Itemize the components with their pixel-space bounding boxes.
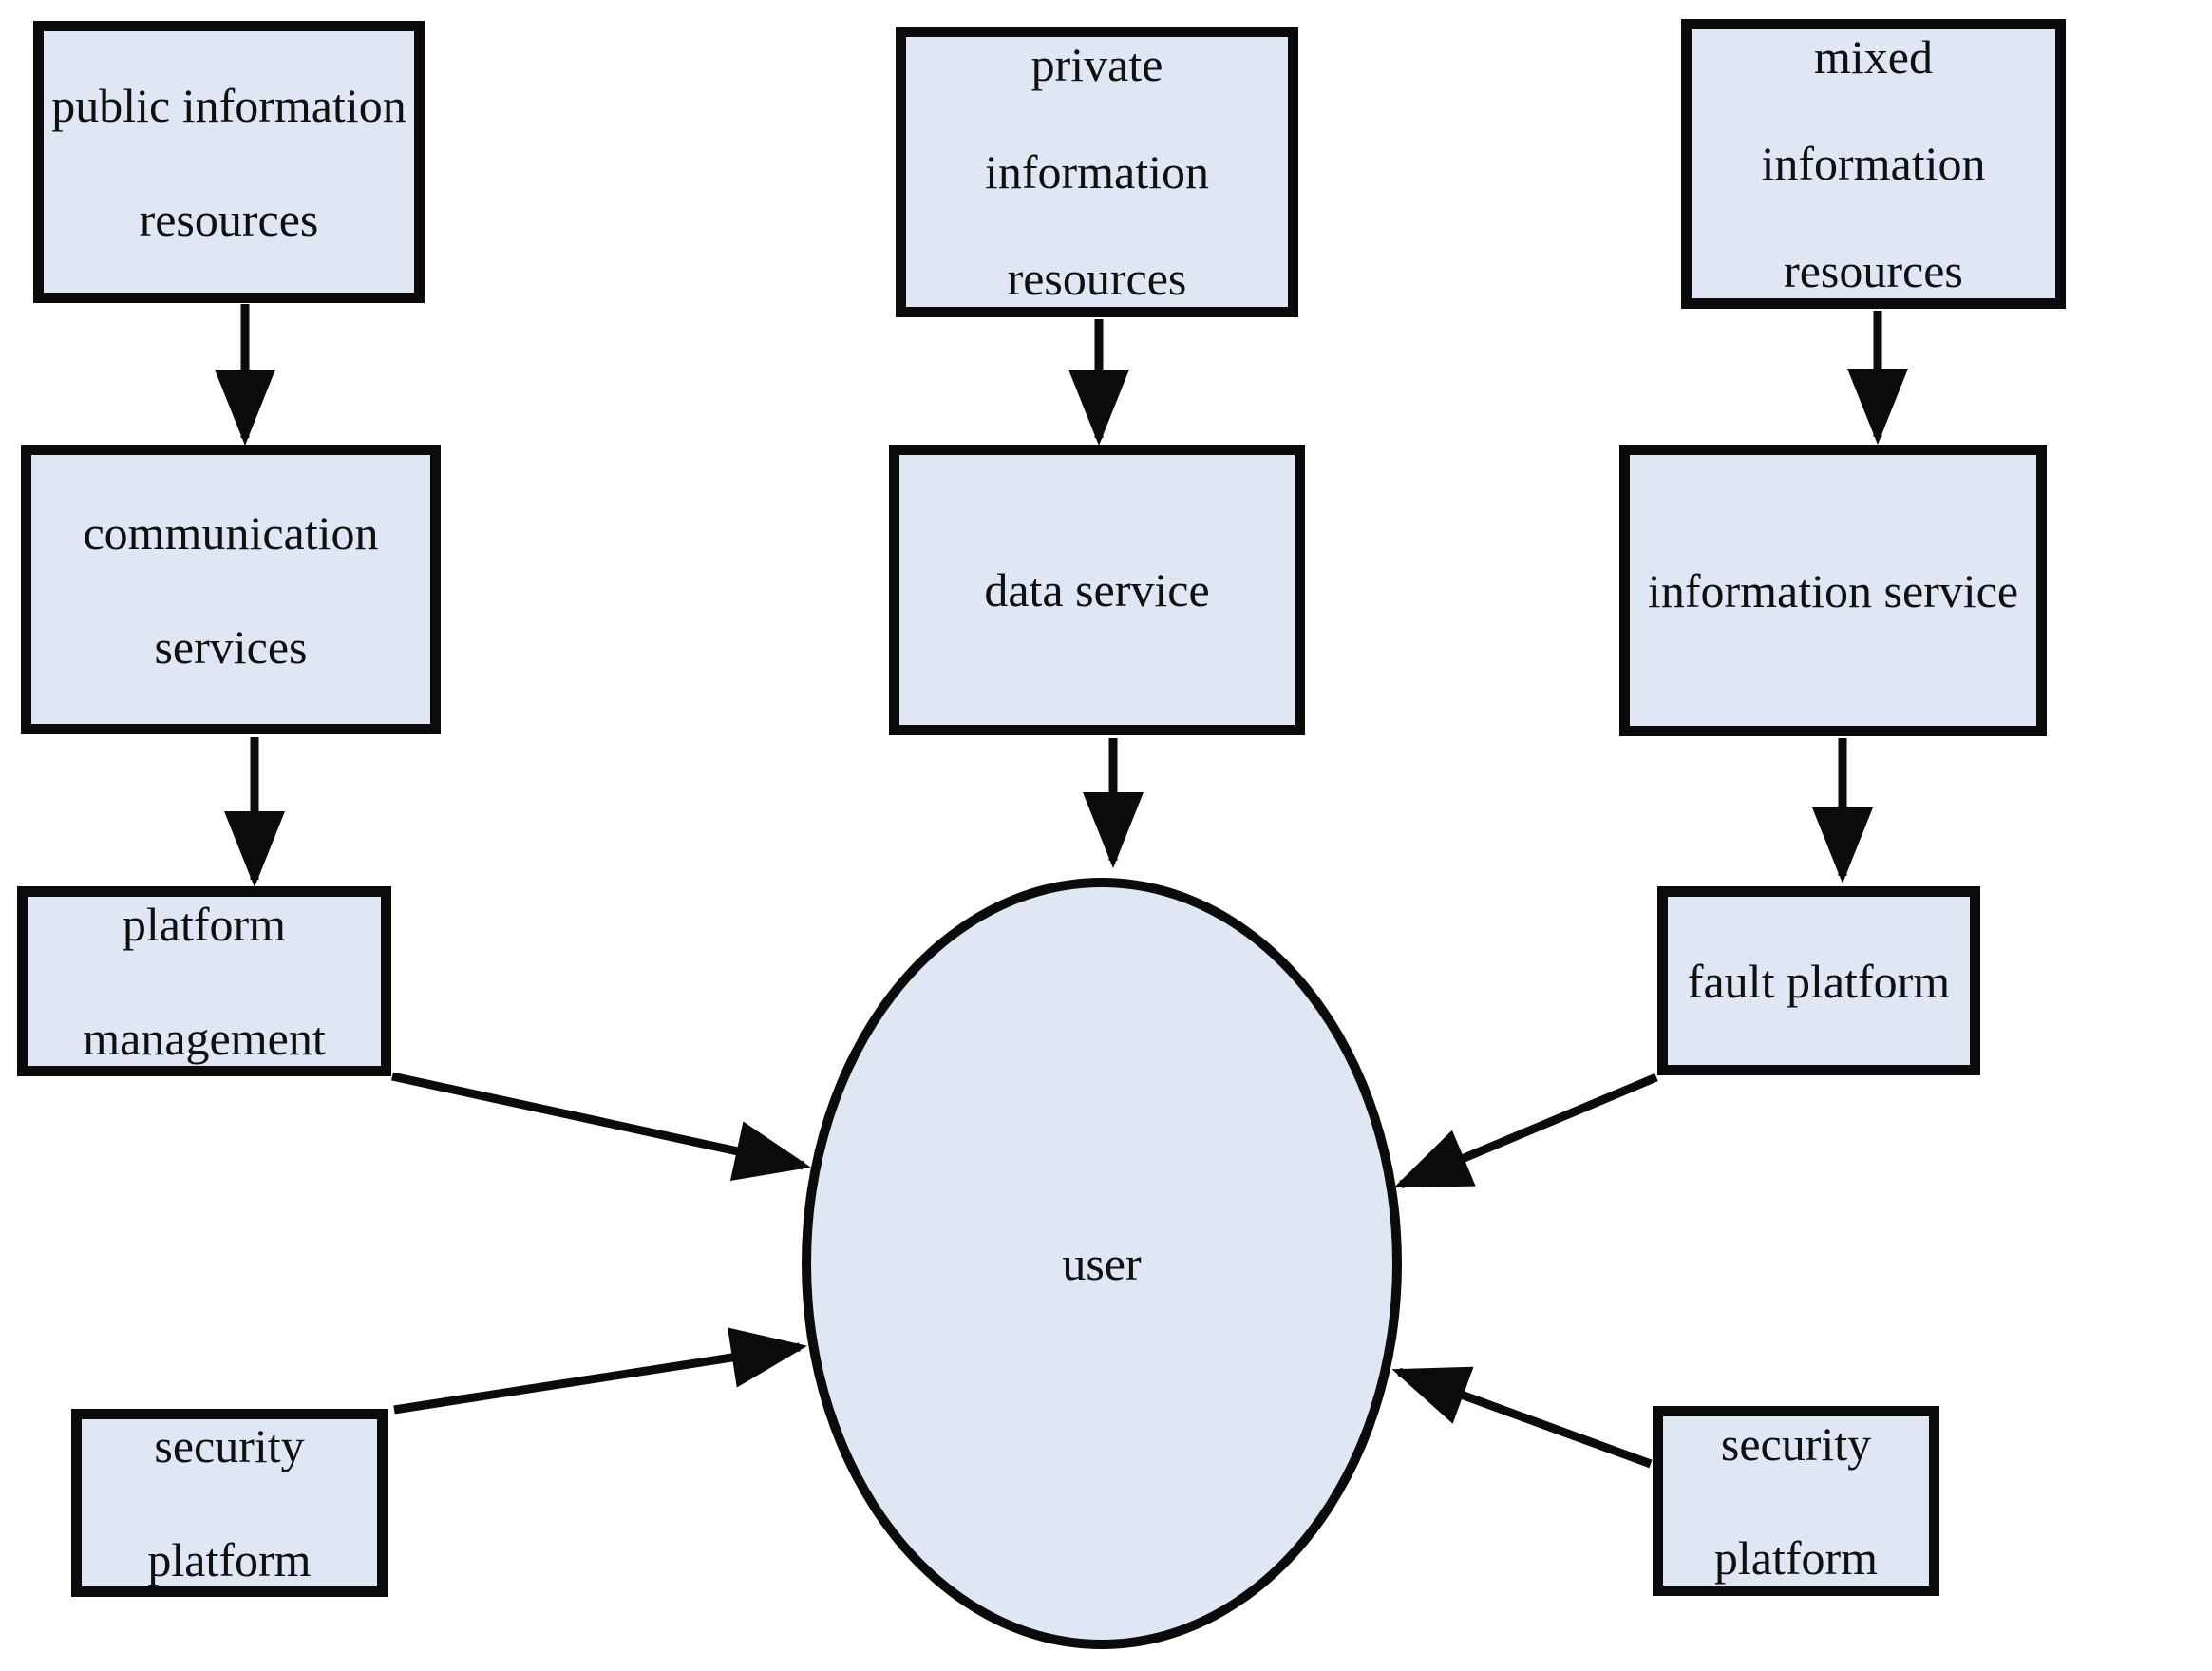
node-mixed-information-resources: mixed information resources [1681, 19, 2066, 309]
node-label-line: public information [51, 78, 406, 132]
node-security-platform-right: security platform [1653, 1406, 1939, 1596]
node-label-line: mixed [1814, 29, 1933, 84]
node-label-line: user [1062, 1237, 1142, 1290]
node-private-information-resources: private information resources [896, 27, 1298, 317]
node-communication-services: communication services [21, 445, 441, 734]
node-label-line: information [1761, 137, 1986, 191]
arrow-fault-platform-to-user [1393, 1073, 1658, 1189]
node-platform-management: platform management [17, 886, 391, 1076]
arrow-platform-mgmt-to-user [391, 1072, 811, 1181]
node-label-line: services [154, 619, 308, 674]
node-label-line: resources [1784, 243, 1963, 297]
node-information-service: information service [1619, 445, 2047, 736]
node-label-line: data service [984, 563, 1210, 617]
node-fault-platform: fault platform [1657, 886, 1980, 1075]
node-data-service: data service [889, 445, 1305, 735]
node-label-line: platform [122, 898, 287, 951]
arrow-security-left-to-user [393, 1327, 807, 1415]
node-label-line: security [1720, 1417, 1872, 1471]
arrow-security-right-to-user [1391, 1366, 1653, 1469]
node-label-line: platform [1713, 1531, 1879, 1585]
node-label-line: information [984, 144, 1210, 199]
node-public-information-resources: public information resources [33, 21, 425, 303]
node-security-platform-left: security platform [71, 1409, 388, 1597]
node-label-line: communication [83, 505, 379, 560]
node-label-line: information service [1647, 563, 2019, 617]
node-user-ellipse: user [802, 878, 1402, 1649]
node-label-line: private [1030, 38, 1163, 92]
node-label-line: resources [1007, 252, 1187, 306]
node-label-line: management [83, 1012, 326, 1065]
node-label-line: resources [139, 192, 319, 246]
node-label-line: fault platform [1687, 954, 1951, 1008]
node-label-line: security [154, 1419, 305, 1472]
node-label-line: platform [147, 1533, 312, 1586]
